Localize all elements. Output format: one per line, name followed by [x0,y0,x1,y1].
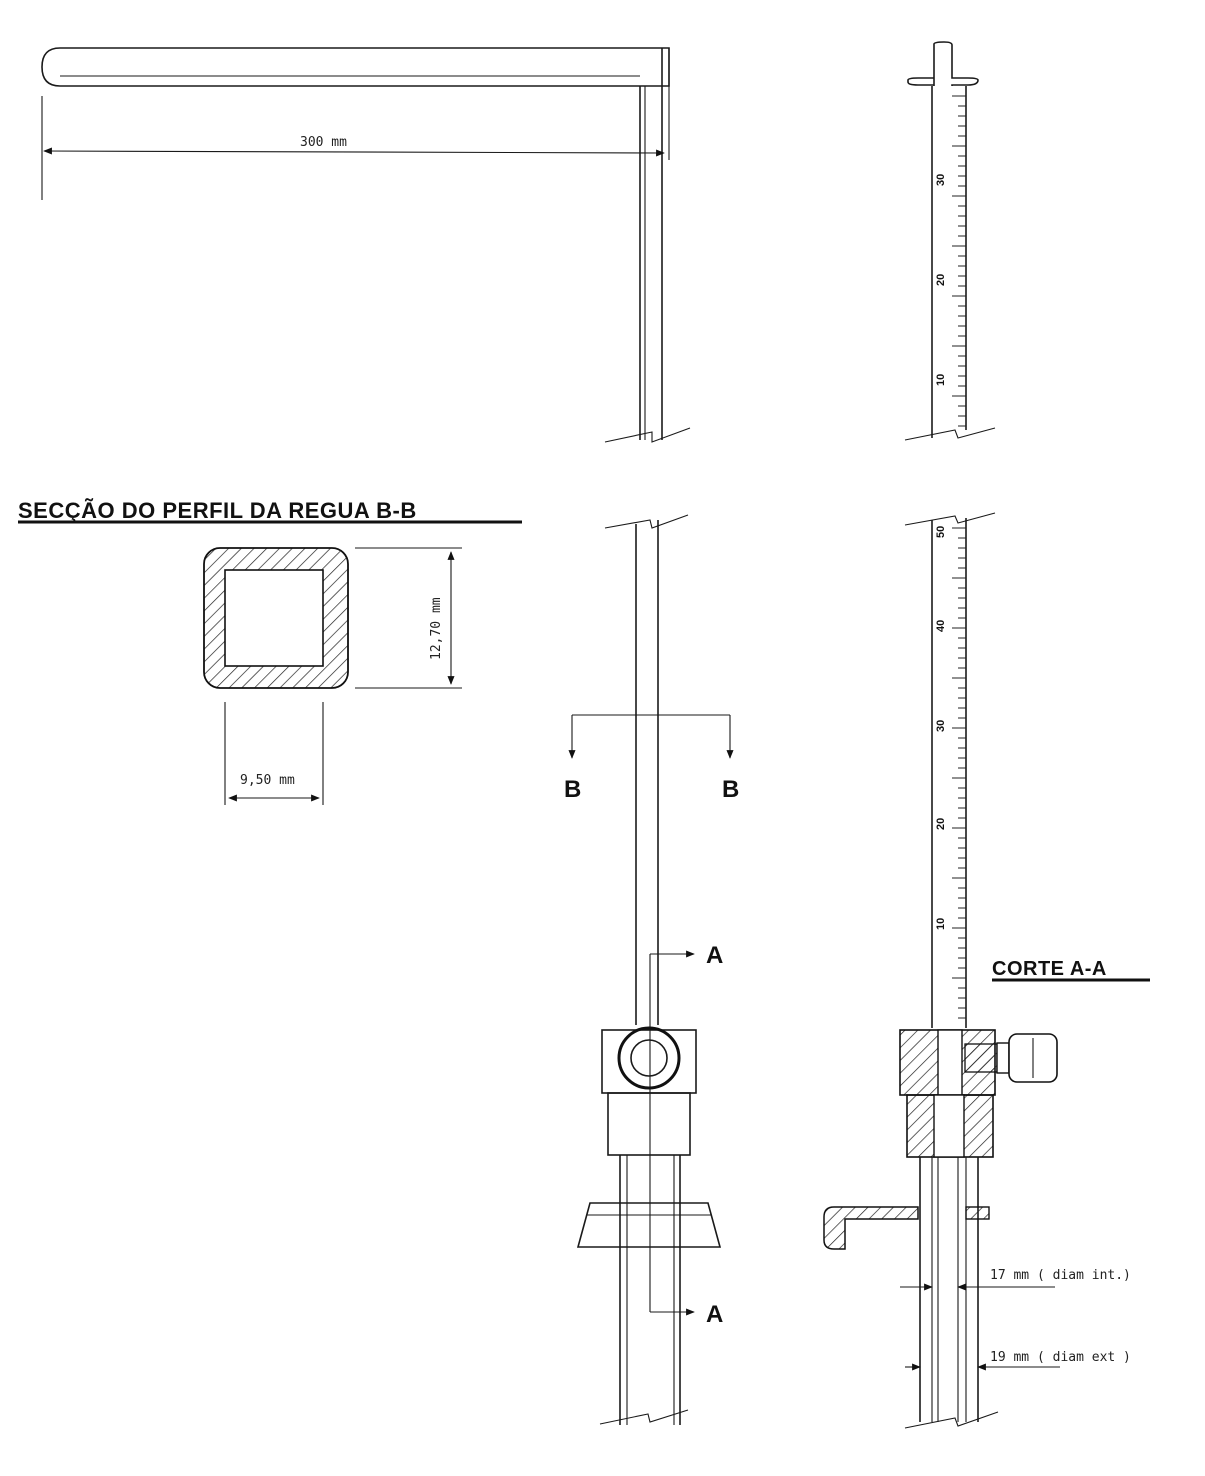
dimension-length-label: 300 mm [300,135,347,150]
scale-mark: 30 [935,720,947,732]
section-a-bottom-label: A [706,1301,723,1328]
scale-mark: 30 [935,174,947,186]
ruler-lower-ticks [952,527,966,1019]
section-b-right-label: B [722,776,739,803]
flange [576,1202,722,1248]
scale-mark: 10 [935,918,947,930]
dimension-height-label: 12,70 mm [429,597,444,660]
scale-mark: 10 [935,374,947,386]
section-b-left-label: B [564,776,581,803]
cut-title: CORTE A-A [992,958,1107,980]
scale-mark: 40 [935,620,947,632]
ruler-top-elevation: 30 20 10 [904,41,996,441]
dimension-300: 300 mm [41,96,665,200]
scale-mark: 20 [935,274,947,286]
corte-aa-assembly: 17 mm ( diam int.) 19 mm ( diam ext ) [823,1029,1131,1429]
dimension-width-label: 9,50 mm [240,773,295,788]
profile-section-bb: 12,70 mm 9,50 mm [203,547,462,805]
ruler-lower-section: 10 20 30 40 50 [904,512,996,1028]
ruler-top-ticks [952,95,966,427]
section-title: SECÇÃO DO PERFIL DA REGUA B-B [18,498,417,523]
scale-mark: 20 [935,818,947,830]
l-rod-elevation [41,47,691,443]
rod-front-lower: B B A A [564,514,739,1425]
scale-mark: 50 [935,526,947,538]
dimension-outer-diameter-label: 19 mm ( diam ext ) [990,1350,1131,1365]
section-a-top-label: A [706,942,723,969]
dimension-inner-diameter-label: 17 mm ( diam int.) [990,1268,1131,1283]
